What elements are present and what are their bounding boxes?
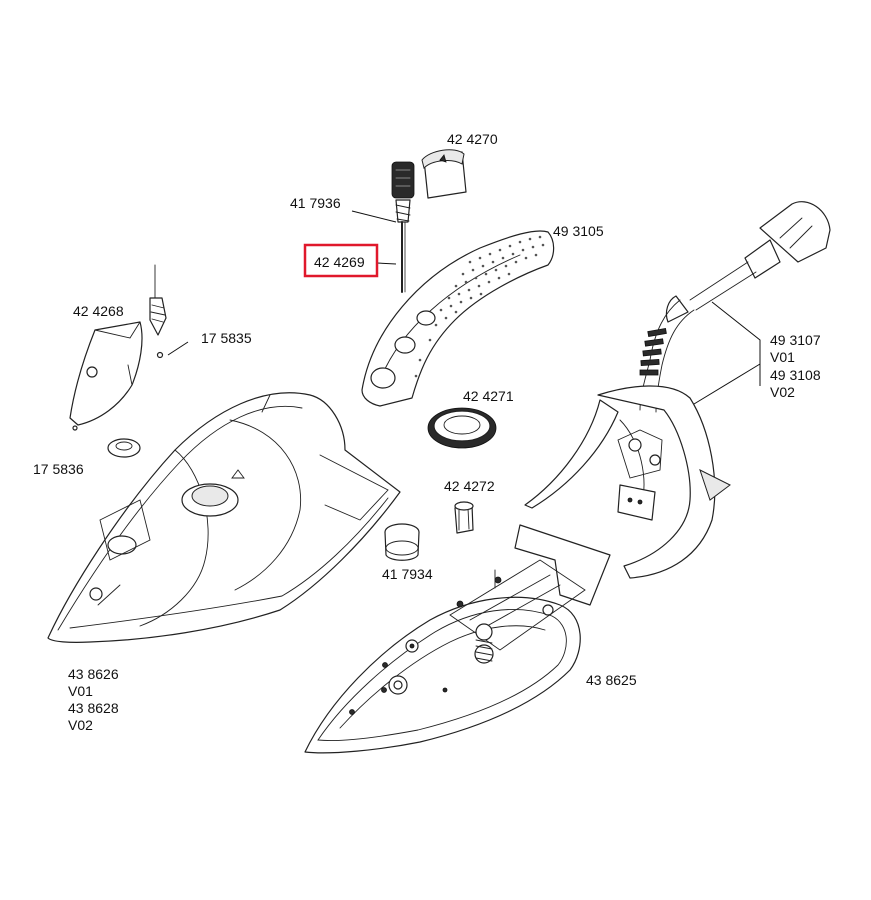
dial-part-424271 [427,407,497,449]
label-493107: 49 3107 [770,332,821,348]
leader-lines [167,210,761,405]
cover-part [69,264,167,431]
label-424272: 42 4272 [444,478,495,494]
label-175836: 17 5836 [33,461,84,477]
ring-part-175836 [107,438,141,458]
label-493108: 49 3108 [770,367,821,383]
highlight-box [303,243,379,278]
label-417936: 41 7936 [290,195,341,211]
label-438626: 43 8626 [68,666,119,682]
iron-housing-part [47,392,401,643]
label-438628: 43 8628 [68,700,119,716]
part-424272 [454,501,474,534]
label-493107-version: V01 [770,349,795,365]
label-438625: 43 8625 [586,672,637,688]
rod-part-417936 [391,161,415,293]
label-424269: 42 4269 [314,254,365,270]
knob-part-424270 [421,149,467,199]
label-438626-version: V01 [68,683,93,699]
label-417934: 41 7934 [382,566,433,582]
label-493105: 49 3105 [553,223,604,239]
label-493108-version: V02 [770,384,795,400]
part-417934 [384,523,420,561]
label-175835: 17 5835 [201,330,252,346]
label-438628-version: V02 [68,717,93,733]
handle-cover-part-493105 [361,230,555,407]
rear-housing-part [524,385,731,579]
label-424270: 42 4270 [447,131,498,147]
label-424268: 42 4268 [73,303,124,319]
soleplate-part [304,524,611,754]
label-424271: 42 4271 [463,388,514,404]
